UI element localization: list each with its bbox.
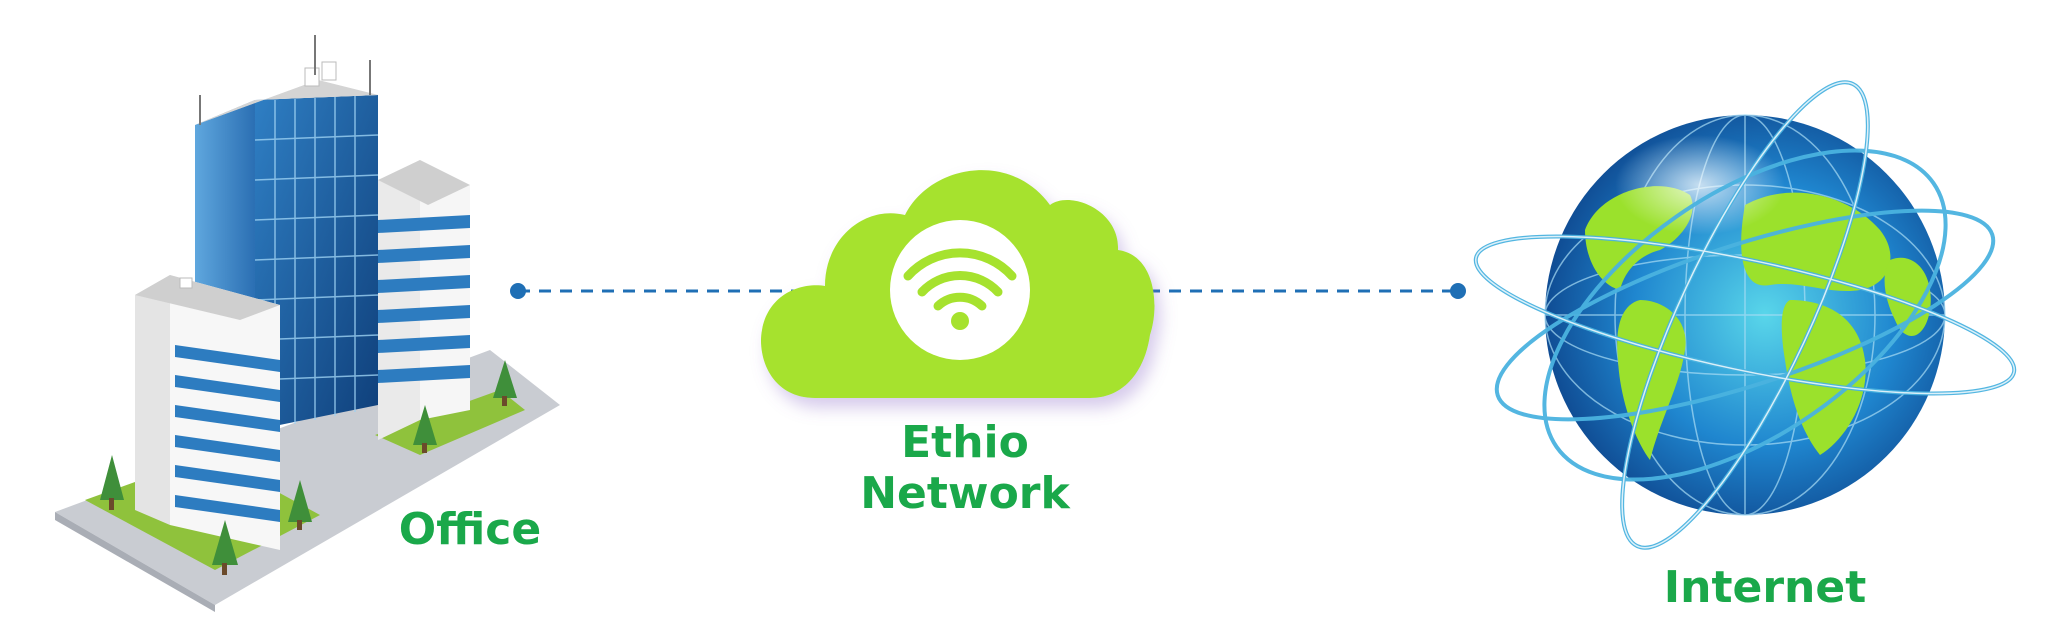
office-building-icon	[55, 35, 560, 612]
tree-icon	[100, 360, 517, 575]
wifi-icon	[890, 220, 1030, 360]
connection-endpoint-left	[510, 283, 526, 299]
connection-endpoint-right	[1450, 283, 1466, 299]
network-label: Ethio Network	[820, 417, 1110, 519]
globe-icon	[1473, 80, 2017, 550]
network-label-line1: Ethio	[901, 417, 1029, 468]
internet-label: Internet	[1663, 562, 1867, 613]
network-label-line2: Network	[860, 467, 1070, 519]
office-label: Office	[398, 504, 542, 555]
